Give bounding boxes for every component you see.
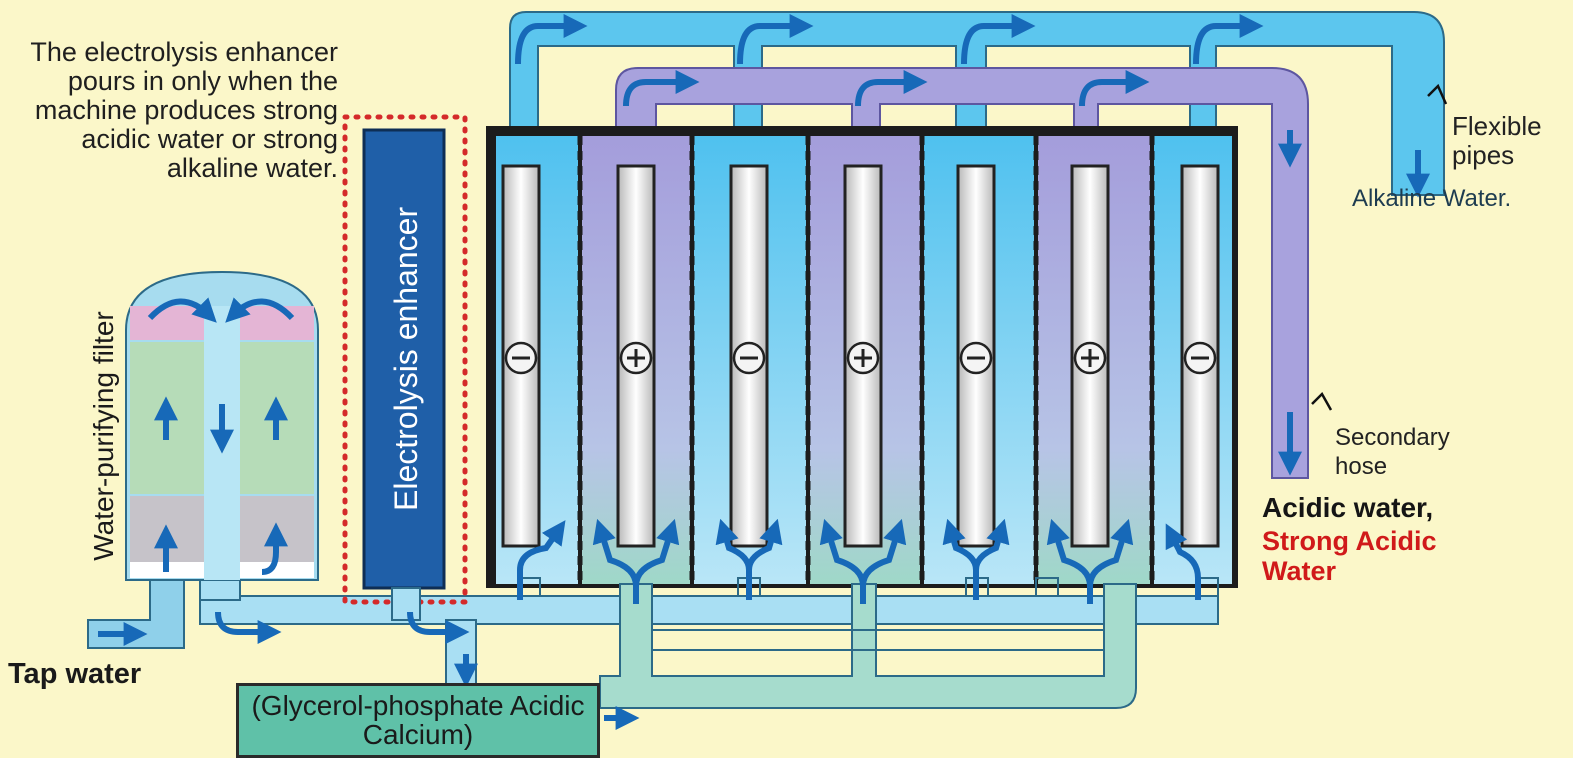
flow-arrow: [961, 14, 1036, 65]
flow-arrow: [515, 14, 588, 65]
flow-arrow: [225, 297, 295, 323]
flow-arrow: [715, 518, 752, 600]
flexible-pipes-label: Flexible pipes: [1452, 111, 1542, 170]
flow-arrow: [215, 611, 282, 644]
acidic-water-label: Acidic water,: [1262, 492, 1434, 523]
secondary-hose-label: Secondary hose: [1335, 424, 1450, 480]
electrolysis-enhancer-label: Electrolysis enhancer: [388, 206, 424, 511]
enhancer-outlet: [391, 587, 421, 621]
flow-arrow: [1087, 518, 1134, 604]
enhancer-dotted-border: [342, 114, 468, 605]
calcium-pipes: [599, 583, 1137, 709]
flow-arrow: [855, 70, 928, 107]
flow-arrow: [623, 70, 700, 107]
flow-arrow: [860, 518, 907, 604]
flow-arrows: [98, 14, 1430, 730]
flow-arrow: [1193, 14, 1264, 65]
water-purifying-filter-label: Water-purifying filter: [88, 311, 119, 561]
flow-arrow: [737, 14, 814, 65]
tap-inlet-pipe: [87, 579, 185, 649]
flow-arrow: [1079, 70, 1150, 107]
strong-acidic-water-label: Strong Acidic Water: [1262, 526, 1437, 586]
alkaline-water-label: Alkaline Water.: [1352, 185, 1512, 212]
label-pointers: [1311, 83, 1448, 411]
electrolysis-enhancer-box: [362, 128, 446, 590]
flow-arrow: [407, 611, 470, 644]
enhancer-note: The electrolysis enhancer pours in only …: [30, 37, 338, 183]
flow-arrow: [633, 518, 680, 604]
flow-arrow: [261, 522, 288, 575]
tap-water-label: Tap water: [8, 658, 142, 690]
calcium-additive-box: (Glycerol-phosphate Acidic Calcium): [236, 683, 600, 758]
electrode-rods: [501, 164, 1220, 548]
flow-arrow: [1165, 523, 1201, 600]
flow-arrow: [942, 518, 979, 600]
flow-arrow: [147, 297, 217, 323]
supply-pipes: [199, 565, 1219, 625]
acidic-manifold: [615, 67, 1309, 479]
flow-arrow: [517, 520, 566, 600]
